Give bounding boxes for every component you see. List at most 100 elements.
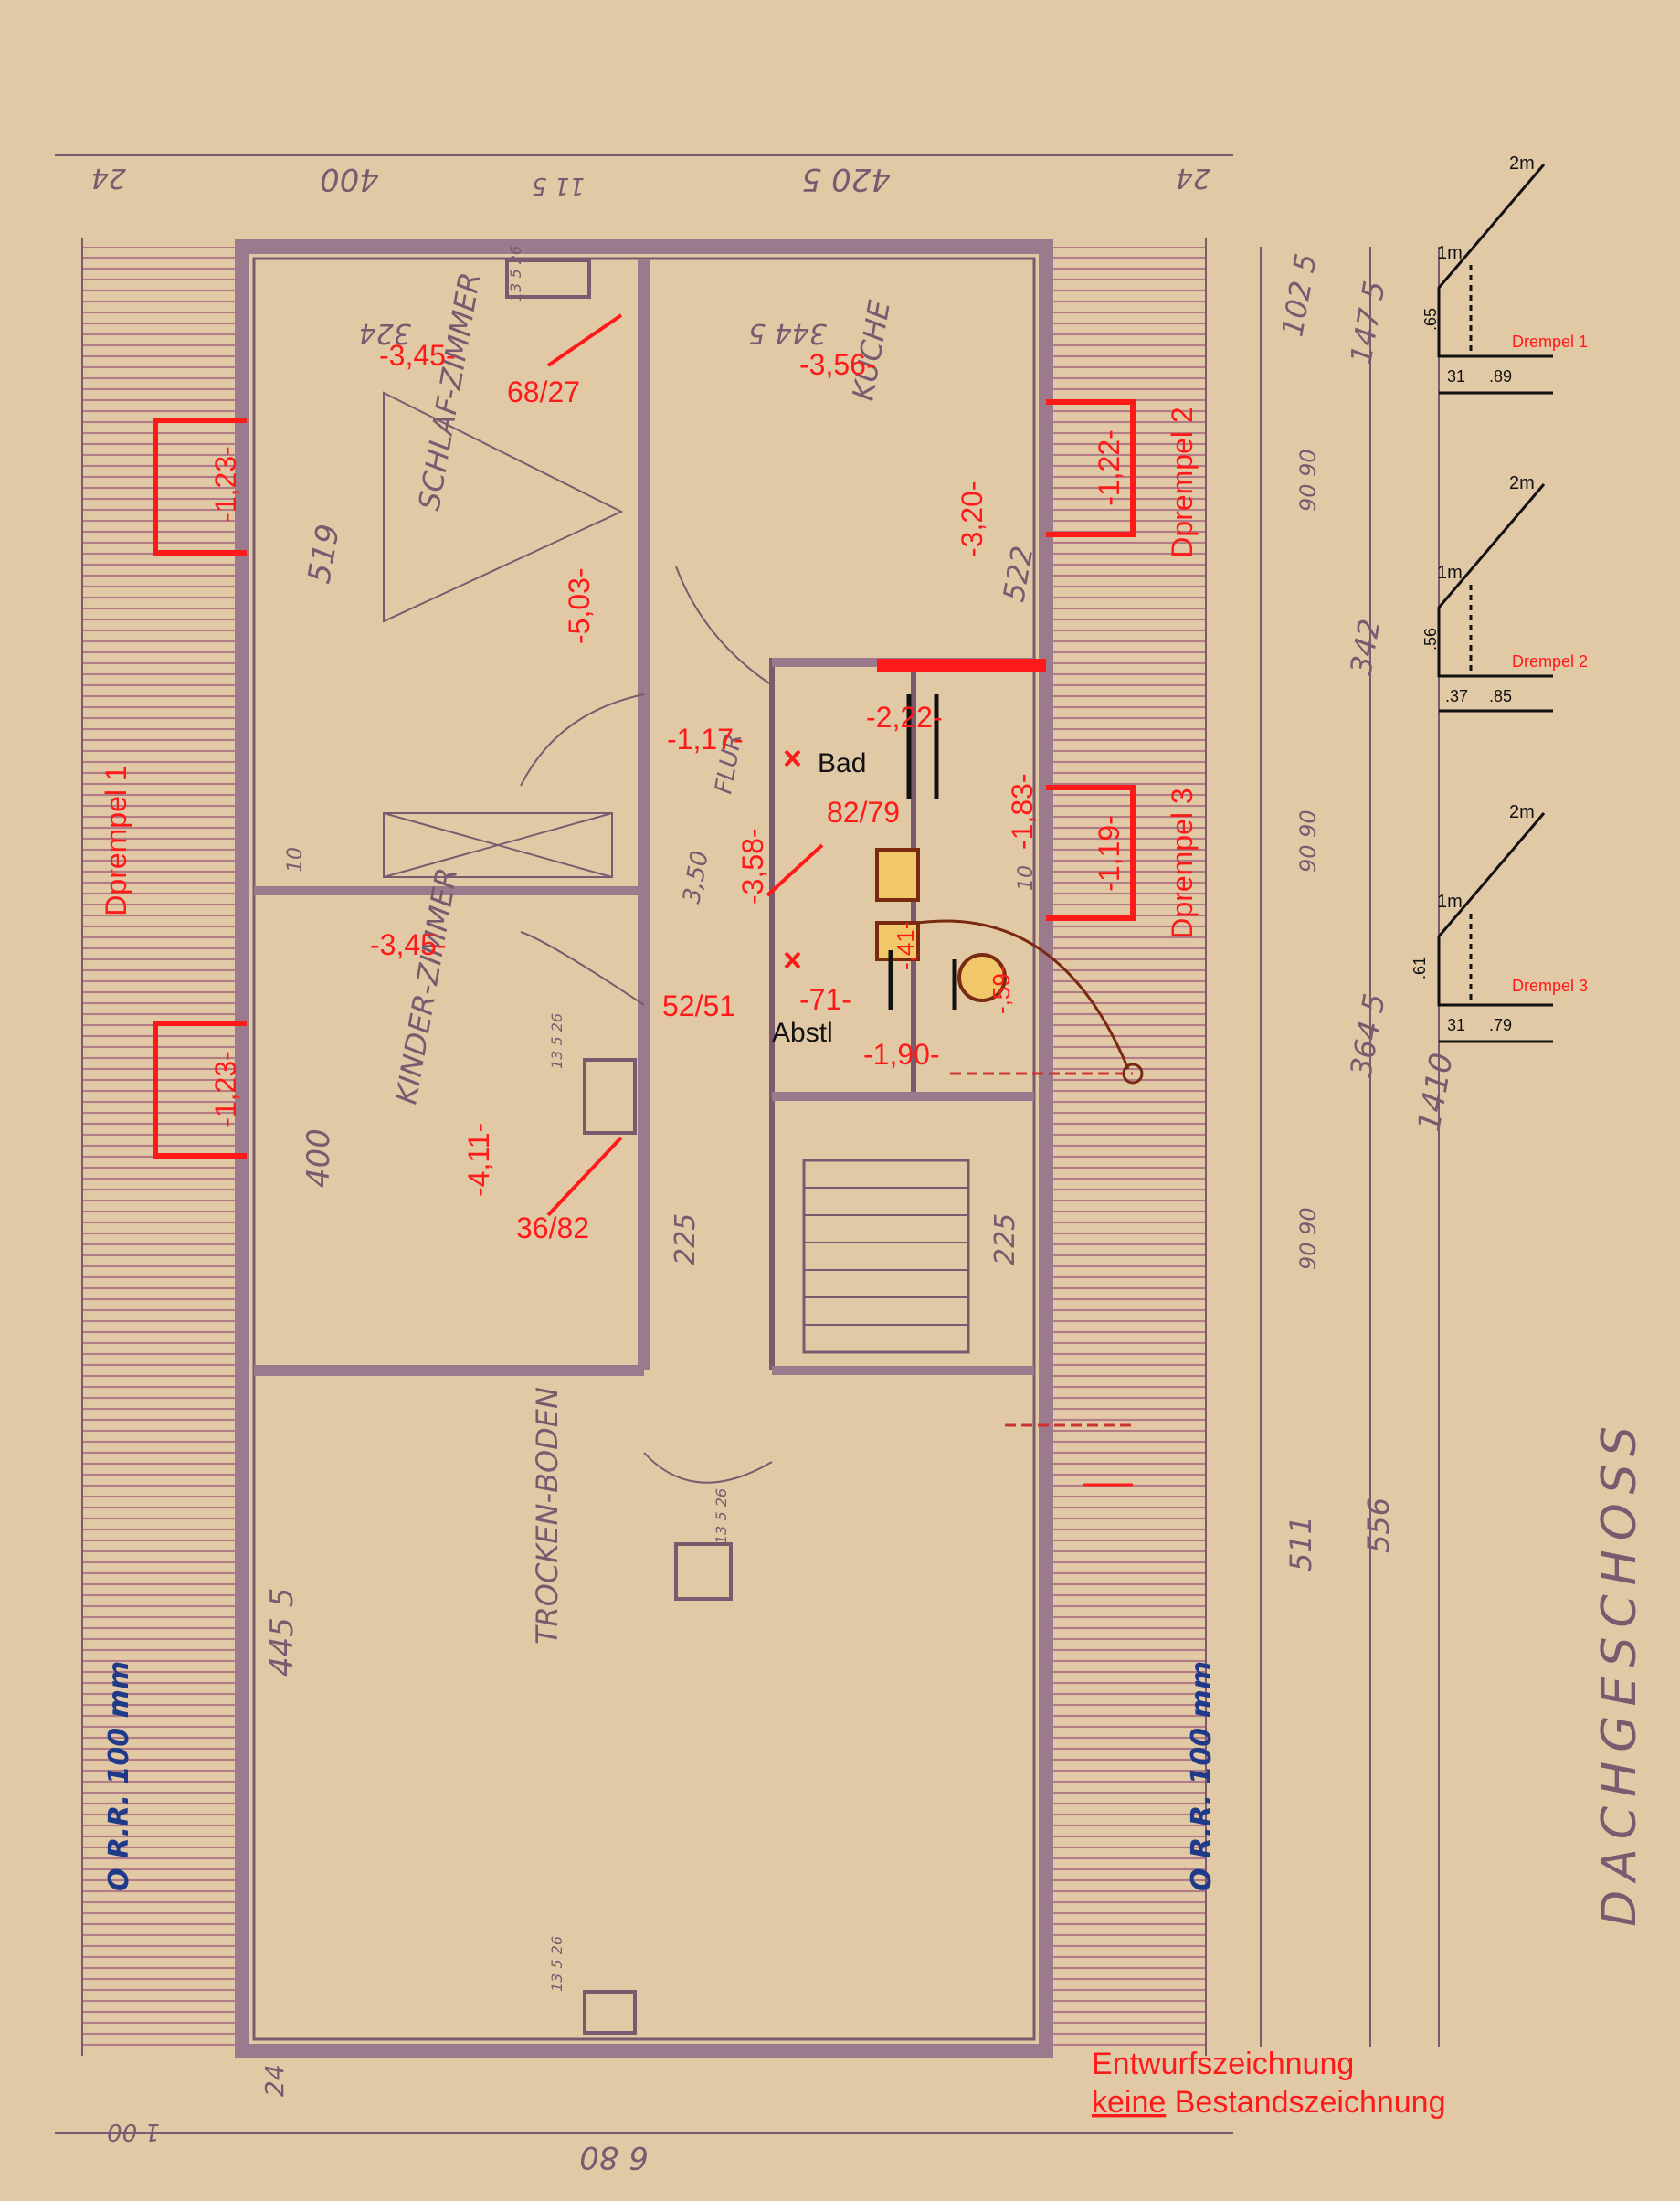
area-schlaf: -3,45- <box>379 339 456 372</box>
dim-bottom-100: 1 00 <box>107 2118 160 2145</box>
area-kinder-dim: -4,11- <box>462 1123 495 1197</box>
dim-inner-10-b: 10 <box>1015 865 1038 891</box>
dim-right-1025: 102 5 <box>1274 251 1323 340</box>
dim-inner-225-a: 225 <box>670 1213 702 1265</box>
section-drempel-2 <box>1437 483 1553 713</box>
dim-bottom-680: 6 80 <box>579 2139 649 2175</box>
section-1-name: Drempel 1 <box>1512 333 1588 351</box>
opening-82-79: 82/79 <box>827 796 900 829</box>
opening-36-82: 36/82 <box>516 1212 589 1244</box>
dim-bottom-24: 24 <box>259 2064 290 2097</box>
room-label-abstl: Abstl <box>772 1018 833 1048</box>
dim-inner-225-b: 225 <box>989 1213 1021 1265</box>
opening-52-51: 52/51 <box>662 989 735 1022</box>
dim-inner-chimney-c: 13 5 26 <box>713 1488 730 1544</box>
dim-inner-519: 519 <box>301 522 347 587</box>
drempel-label-right-top: Dprempel 2 <box>1166 407 1199 557</box>
room-label-bad: Bad <box>818 748 866 778</box>
drempel-box-left-bottom: -1,23- <box>209 1051 242 1127</box>
room-label-kinderzimmer: KINDER-ZIMMER <box>388 865 464 1107</box>
section-2-top: 2m <box>1509 473 1535 493</box>
dim-top-4205: 420 5 <box>802 161 891 197</box>
section-2-w1: .37 <box>1445 687 1468 705</box>
area-flur-b: -3,58- <box>736 828 769 905</box>
section-1-top: 2m <box>1509 153 1535 174</box>
section-3-top: 2m <box>1509 802 1535 822</box>
section-2-w2: .85 <box>1489 687 1512 705</box>
drempel-boxes <box>153 313 1136 1217</box>
section-3-w2: .79 <box>1489 1016 1512 1034</box>
draft-note: Entwurfszeichnung keine Bestandszeichnun… <box>1092 2047 1446 2120</box>
note-line-1: Entwurfszeichnung <box>1092 2047 1354 2081</box>
room-label-schlafzimmer: SCHLAF-ZIMMER <box>411 270 487 513</box>
section-drempel-1 <box>1437 164 1553 395</box>
dim-inner-10-a: 10 <box>284 847 307 873</box>
dim-inner-3445: 344 5 <box>748 317 827 349</box>
dim-right-9090-a: 90 90 <box>1295 449 1321 512</box>
dim-top-400: 400 <box>320 161 379 197</box>
section-2-h: .56 <box>1421 628 1440 651</box>
dim-inner-324: 324 <box>359 317 411 349</box>
dim-inner-4455: 445 5 <box>264 1588 301 1677</box>
wall-marks <box>888 694 957 1010</box>
dim-top-24-right: 24 <box>1176 162 1210 194</box>
area-right-upper: -1,83- <box>1006 773 1039 850</box>
walls <box>55 154 1440 2134</box>
room-label-trockenboden: TROCKEN-BODEN <box>530 1387 565 1645</box>
drempel-box-right-top: -1,22- <box>1093 429 1125 506</box>
note-line-2-rest: Bestandszeichnung <box>1166 2085 1445 2120</box>
roof-notes: O R.R. 100 mm O R.R. 100 mm <box>103 1661 1218 1891</box>
dim-right-556: 556 <box>1361 1497 1396 1553</box>
section-1-w2: .89 <box>1489 367 1512 386</box>
section-1-mid: 1m <box>1437 243 1463 263</box>
pencil-dimensions: 24 400 11 5 420 5 24 24 1 00 6 80 102 5 … <box>91 161 1461 2175</box>
dim-right-3645: 364 5 <box>1343 991 1391 1080</box>
area-abstl-a: -71- <box>799 983 851 1016</box>
section-1-h: .65 <box>1421 308 1440 331</box>
dim-right-9090-b: 90 90 <box>1295 810 1321 873</box>
area-kinder: -3,45- <box>370 928 447 961</box>
note-line-2-keine: keine <box>1092 2085 1166 2120</box>
section-1-w1: 31 <box>1447 367 1465 386</box>
bath-fixtures <box>875 848 1144 1427</box>
dim-right-1475: 147 5 <box>1343 279 1391 367</box>
dim-top-24-left: 24 <box>91 162 126 194</box>
section-2-text: 2m 1m .56 .37 .85 Drempel 2 <box>1421 473 1588 705</box>
dim-inner-chimney-b: 13 5 26 <box>548 1013 565 1069</box>
section-3-w1: 31 <box>1447 1016 1465 1034</box>
opening-68-27: 68/27 <box>507 376 580 408</box>
area-bad-small-a: -,41- <box>892 922 919 970</box>
roof-note-right: O R.R. 100 mm <box>1186 1661 1218 1891</box>
section-3-text: 2m 1m .61 31 .79 Drempel 3 <box>1411 802 1588 1034</box>
drempel-box-values: -1,23- -1,23- -1,22- -1,19- <box>209 429 1125 1127</box>
roof-strip-left <box>82 247 242 2051</box>
section-3-mid: 1m <box>1437 892 1463 912</box>
dim-right-511: 511 <box>1284 1516 1318 1571</box>
area-bad: -2,22- <box>866 701 943 734</box>
area-kueche: -3,56- <box>799 348 876 381</box>
section-drempel-3 <box>1437 812 1553 1043</box>
dim-inner-400: 400 <box>301 1128 337 1188</box>
drempel-box-left-top: -1,23- <box>209 446 242 523</box>
note-line-2: keine Bestandszeichnung <box>1092 2085 1446 2120</box>
section-3-name: Drempel 3 <box>1512 977 1588 995</box>
dim-top-115: 11 5 <box>532 172 585 199</box>
drempel-label-right-bottom: Dprempel 3 <box>1166 788 1199 938</box>
dim-inner-chimney-a: 13 5 26 <box>507 246 524 302</box>
drempel-label-left: Dprempel 1 <box>100 765 132 915</box>
dim-right-1410: 1410 <box>1411 1050 1460 1134</box>
plan-title: DACHGESCHOSS <box>1592 1417 1647 1927</box>
area-abstl-b: -1,90- <box>863 1038 940 1071</box>
drempel-labels: Dprempel 1 Dprempel 2 Dprempel 3 <box>100 407 1199 938</box>
dim-right-9090-c: 90 90 <box>1295 1207 1321 1270</box>
section-3-h: .61 <box>1411 957 1429 979</box>
section-2-name: Drempel 2 <box>1512 652 1588 671</box>
section-2-mid: 1m <box>1437 563 1463 583</box>
dim-right-342: 342 <box>1343 617 1387 678</box>
roof-note-left: O R.R. 100 mm <box>103 1661 135 1891</box>
area-kueche-dim: -3,20- <box>956 481 988 557</box>
area-schlaf-dim: -5,03- <box>563 567 596 644</box>
drempel-box-right-bottom: -1,19- <box>1093 815 1125 892</box>
